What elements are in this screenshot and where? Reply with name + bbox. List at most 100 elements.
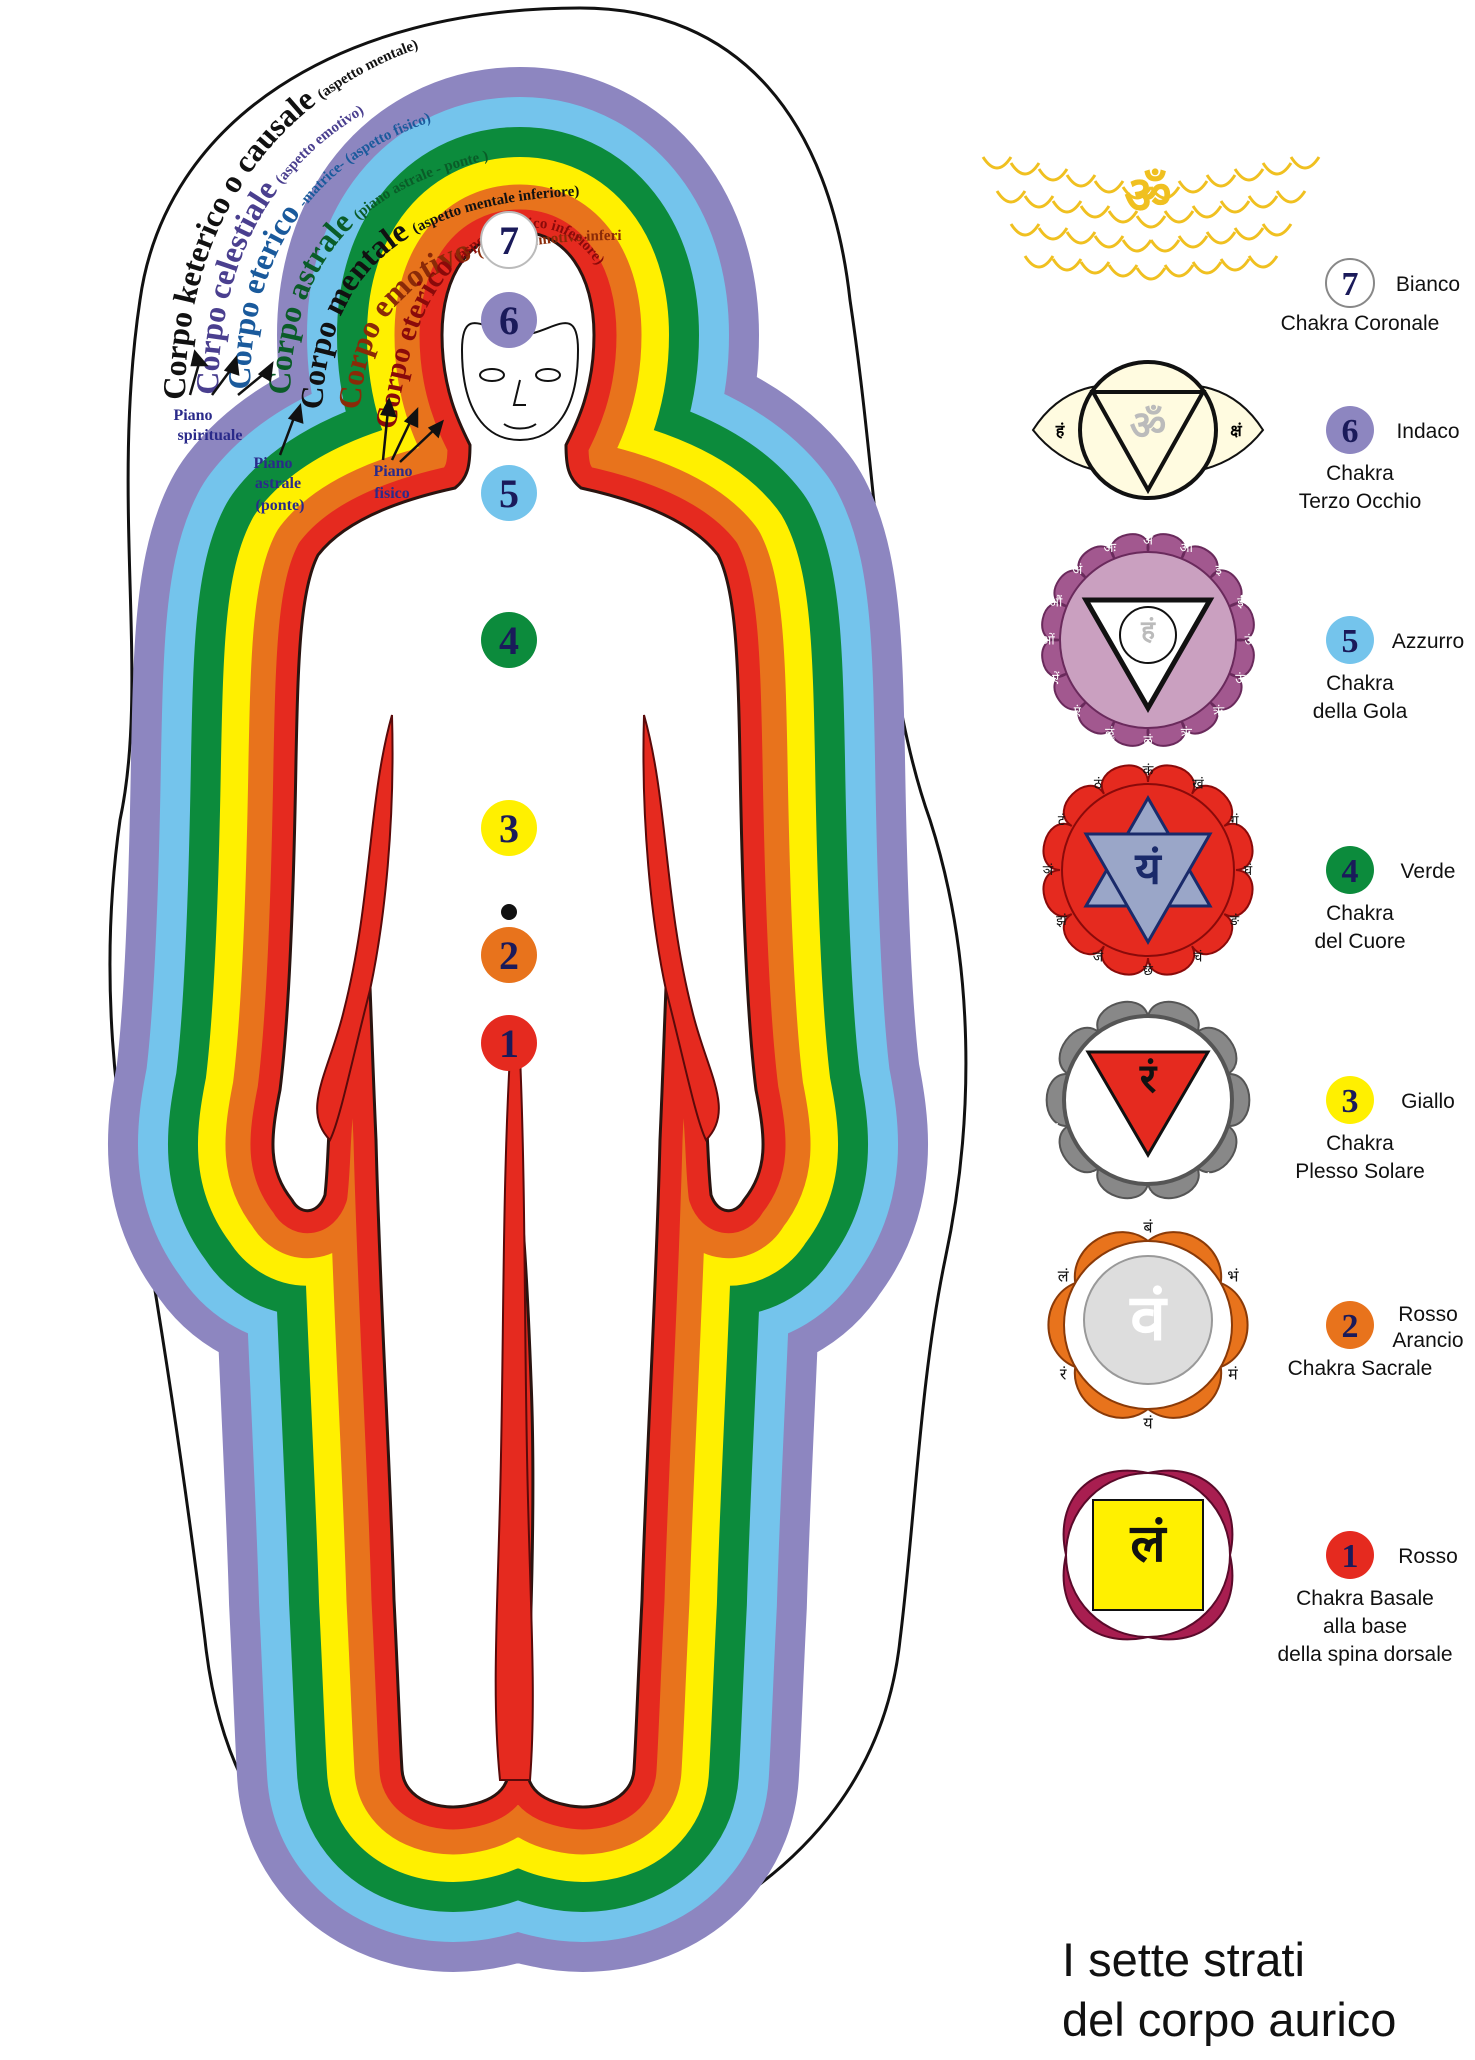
petal-glyph: झं xyxy=(1056,912,1067,928)
body-chakra-number: 6 xyxy=(499,298,519,343)
petal-glyph: मं xyxy=(1228,1366,1238,1384)
petal-glyph: अं xyxy=(1072,562,1083,577)
muladhara-icon: वं शं षं सं लं xyxy=(1047,1451,1251,1661)
body-chakra-4: 4 xyxy=(481,612,537,668)
body-chakra-1: 1 xyxy=(481,1015,537,1071)
plane-fisico-label: Piano fisico xyxy=(373,463,416,502)
legend-number-circle xyxy=(1326,1301,1374,1349)
petal-glyph: नं xyxy=(1051,1123,1060,1140)
petal-glyph: गं xyxy=(1231,812,1240,828)
svadhisthana-icon: बंभंमंयंरंलंवं xyxy=(1047,1219,1249,1433)
center-glyph: ॐ xyxy=(1130,404,1166,448)
body-chakra-5: 5 xyxy=(481,465,537,521)
legend-description: Chakra Coronale xyxy=(1281,312,1440,335)
petal-glyph: पं xyxy=(1051,1062,1060,1079)
petal-glyph: फं xyxy=(1085,1013,1097,1030)
legend-number: 1 xyxy=(1342,1538,1359,1575)
petal-glyph: बं xyxy=(1143,1219,1153,1237)
petal-glyph: चं xyxy=(1194,949,1204,965)
petal-glyph: जं xyxy=(1093,949,1104,965)
legend-number: 7 xyxy=(1342,266,1359,303)
petal-glyph: क्षं xyxy=(1230,422,1243,440)
center-glyph: वं xyxy=(1129,1281,1168,1353)
legend-color-name: Azzurro xyxy=(1392,630,1464,653)
petal-glyph: ऐं xyxy=(1052,671,1060,686)
center-glyph: हं xyxy=(1140,615,1156,645)
petal-glyph: ठं xyxy=(1094,775,1103,791)
title-line-1: I sette strati xyxy=(1062,1933,1305,1986)
title-line-2: del corpo aurico xyxy=(1062,1993,1397,2046)
petal-glyph: वं xyxy=(1144,1451,1154,1469)
center-glyph: लं xyxy=(1129,1515,1167,1573)
body-chakra-number: 1 xyxy=(499,1021,519,1066)
petal-glyph: टं xyxy=(1058,812,1066,828)
vishuddha-icon: अंआंइंईंउंऊंऋंॠंऌंॡंएंऐंओंऔंअंअःहं xyxy=(1041,533,1255,748)
petal-glyph: ऊं xyxy=(1235,671,1246,686)
legend-number: 3 xyxy=(1342,1083,1359,1120)
om-icon: ॐ xyxy=(981,156,1321,281)
petal-glyph: हं xyxy=(1055,422,1066,440)
page-title: I sette strati del corpo aurico xyxy=(1062,1930,1472,2050)
center-glyph: रं xyxy=(1139,1057,1158,1101)
legend-number-circle xyxy=(1325,258,1375,308)
arrow-fisico xyxy=(380,396,444,463)
body-chakras: 7 6 5 4 3 2 1 xyxy=(480,211,538,1071)
petal-glyph: लं xyxy=(1058,1268,1070,1286)
petal-glyph: घं xyxy=(1244,862,1253,878)
body-chakra-number: 7 xyxy=(499,218,519,263)
petal-glyph: एं xyxy=(1074,703,1082,718)
legend-color-name: Bianco xyxy=(1396,273,1460,296)
legend-number: 6 xyxy=(1342,413,1359,450)
legend-number-circle xyxy=(1326,1076,1374,1124)
petal-glyph: यं xyxy=(1143,1415,1153,1433)
petal-glyph: ओं xyxy=(1041,633,1055,648)
petal-glyph: ऌं xyxy=(1143,733,1153,748)
body-chakra-number: 4 xyxy=(499,618,519,663)
legend-description: Chakra Sacrale xyxy=(1288,1357,1433,1380)
petal-glyph: धं xyxy=(1086,1172,1096,1189)
legend-number: 4 xyxy=(1342,853,1359,890)
petal-glyph: छं xyxy=(1143,962,1154,978)
petal-glyph: शं xyxy=(1239,1547,1251,1565)
legend-number-circle xyxy=(1326,616,1374,664)
petal-glyph: आं xyxy=(1180,540,1194,555)
petal-glyph: ॠं xyxy=(1181,725,1193,740)
arrow-spirituale xyxy=(188,349,274,396)
navel-dot xyxy=(501,904,517,920)
anahata-icon: कंखंगंघंङंचंछंजंझंञंटंठंयं xyxy=(1042,762,1254,978)
inner-flame-spine xyxy=(494,1054,534,1781)
ajna-icon: ॐ हं क्षं xyxy=(1031,360,1265,500)
petal-glyph: षं xyxy=(1143,1643,1153,1661)
body-chakra-3: 3 xyxy=(481,800,537,856)
legend-color-name: Rosso xyxy=(1398,1545,1458,1568)
petal-glyph: सं xyxy=(1047,1547,1059,1565)
petal-glyph: ढं xyxy=(1201,1013,1210,1030)
body-chakra-number: 2 xyxy=(499,933,519,978)
petal-glyph: ईं xyxy=(1237,594,1244,609)
petal-glyph: अं xyxy=(1143,533,1154,548)
body-chakra-6: 6 xyxy=(481,292,537,348)
plane-labels: Piano spirituale Piano astrale (ponte) P… xyxy=(173,349,444,514)
petal-glyph: डं xyxy=(1143,994,1153,1011)
center-glyph: ॐ xyxy=(1124,167,1171,225)
plane-spirituale-label: Piano spirituale xyxy=(173,407,242,444)
legend-color-name: Verde xyxy=(1401,860,1456,883)
petal-glyph: तं xyxy=(1237,1123,1246,1140)
petal-glyph: णं xyxy=(1236,1062,1248,1079)
legend-number: 2 xyxy=(1342,1308,1359,1345)
petal-glyph: ॡं xyxy=(1105,725,1115,740)
petal-glyph: इं xyxy=(1216,562,1223,577)
petal-glyph: उं xyxy=(1244,633,1252,648)
